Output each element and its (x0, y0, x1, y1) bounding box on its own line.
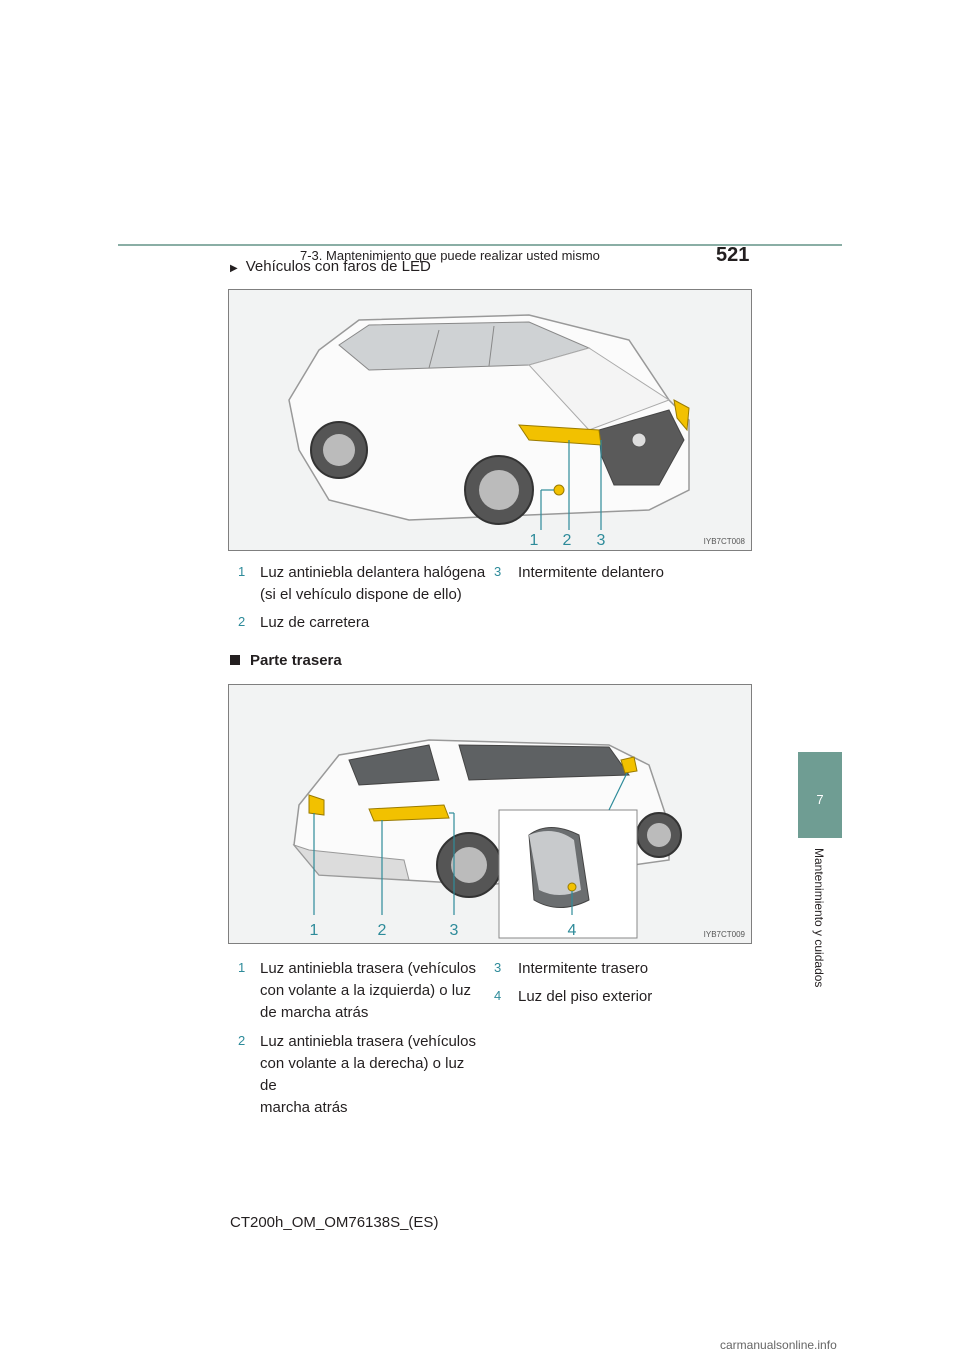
rear-section-heading: Parte trasera (230, 652, 342, 669)
document-code: CT200h_OM_OM76138S_(ES) (230, 1214, 439, 1231)
section-title: 7-3. Mantenimiento que puede realizar us… (300, 248, 600, 263)
legend-text: Luz antiniebla trasera (vehículos con vo… (260, 1033, 476, 1116)
svg-text:2: 2 (563, 532, 572, 549)
svg-text:4: 4 (568, 922, 577, 939)
legend-number: 3 (494, 960, 502, 975)
legend-text: Luz del piso exterior (518, 988, 653, 1005)
figure-code: IYB7CT009 (703, 930, 745, 939)
legend-text: Luz de carretera (260, 614, 370, 631)
header-rule (118, 244, 842, 246)
legend-number: 2 (238, 614, 246, 629)
rear-car-figure: 1 2 3 4 IYB7CT009 (228, 684, 752, 944)
svg-text:3: 3 (597, 532, 606, 549)
legend-number: 3 (494, 564, 502, 579)
legend-text: Luz antiniebla delantera halógena (si el… (260, 564, 486, 603)
chapter-label: Mantenimiento y cuidados (812, 848, 826, 988)
svg-text:3: 3 (450, 922, 459, 939)
watermark: carmanualsonline.info (720, 1338, 837, 1352)
front-car-illustration: 1 2 3 (288, 314, 690, 549)
legend-text: Luz antiniebla trasera (vehículos con vo… (260, 960, 476, 1021)
legend-text: Intermitente delantero (518, 564, 664, 581)
legend-number: 4 (494, 988, 502, 1003)
triangle-bullet-icon: ▶ (230, 263, 238, 274)
legend-number: 1 (238, 564, 246, 579)
page-number: 521 (716, 244, 750, 266)
legend-number: 2 (238, 1033, 246, 1048)
rear-car-illustration: 1 2 3 4 (292, 739, 682, 939)
figure-code: IYB7CT008 (703, 537, 745, 546)
led-subheading: ▶Vehículos con faros de LED (230, 258, 431, 275)
legend-text: Intermitente trasero (518, 960, 649, 977)
svg-text:2: 2 (378, 922, 387, 939)
square-bullet-icon (230, 655, 240, 665)
svg-text:1: 1 (310, 922, 319, 939)
front-car-figure: 1 2 3 IYB7CT008 (228, 289, 752, 551)
chapter-tab: 7 (798, 752, 842, 838)
legend-number: 1 (238, 960, 246, 975)
svg-text:1: 1 (530, 532, 539, 549)
chapter-number: 7 (816, 792, 824, 807)
